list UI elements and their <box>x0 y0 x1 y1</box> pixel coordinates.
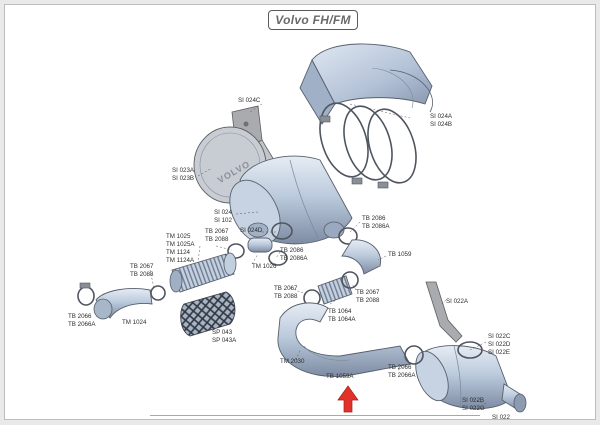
clamp-tb2086-top <box>338 227 358 245</box>
heat-shield <box>299 43 433 125</box>
leader-lines <box>149 103 487 405</box>
label-tb2086-mid: TB 2086 <box>280 247 304 254</box>
label-tb2066a-right: TB 2066A <box>388 372 416 379</box>
label-tm1026: TM 1026 <box>252 263 277 270</box>
diagram-title: Volvo FH/FM <box>275 13 351 27</box>
clamp-tb2067-upper <box>341 271 359 289</box>
label-tb2067-c: TB 2067 <box>274 285 298 292</box>
label-tb2086a-top: TB 2086A <box>362 223 390 230</box>
label-si023b: SI 023B <box>172 175 194 182</box>
label-sp043a: SP 043A <box>212 337 237 344</box>
red-pointer-arrow <box>337 385 359 413</box>
bottom-rule <box>150 415 480 416</box>
label-si022: SI 022 <box>492 414 510 421</box>
label-tb2086-top: TB 2086 <box>362 215 386 222</box>
pipe-tm1026 <box>227 237 288 266</box>
label-sp043: SP 043 <box>212 329 233 336</box>
label-tb2086a-mid: TB 2086A <box>280 255 308 262</box>
label-si023a: SI 023A <box>172 167 195 174</box>
label-tb2088-a: TB 2088 <box>205 236 229 243</box>
label-tb2066-right: TB 2066 <box>388 364 412 371</box>
label-tm1025a: TM 1025A <box>166 241 195 248</box>
label-tm2030: TM 2030 <box>280 358 305 365</box>
main-silencer <box>229 155 353 245</box>
band-clamps-top <box>319 102 417 189</box>
long-pipe-tm2030 <box>277 302 411 378</box>
clamp-tb2066-left <box>77 282 95 306</box>
label-si024: SI 024 <box>214 209 232 216</box>
flex-pipe-tb1064 <box>317 275 353 305</box>
label-tb1059a: TB 1059A <box>326 373 354 380</box>
label-si022a: SI 022A <box>446 298 469 305</box>
label-tb2066-left: TB 2066 <box>68 313 92 320</box>
clamp-tb2067-left <box>150 285 166 301</box>
label-si024b: SI 024B <box>430 121 452 128</box>
clamp-si024d <box>271 222 293 240</box>
label-tb2067-b: TB 2067 <box>130 263 154 270</box>
label-tb2088-b: TB 2088 <box>130 271 154 278</box>
pipe-tb1059 <box>341 239 382 275</box>
label-tm1124: TM 1124 <box>166 249 191 256</box>
label-tm1124a: TM 1124A <box>166 257 195 264</box>
label-tb1059: TB 1059 <box>388 251 412 258</box>
label-si022e: SI 022E <box>488 349 510 356</box>
label-si024a: SI 024A <box>430 113 453 120</box>
label-tb2088-c: TB 2088 <box>274 293 298 300</box>
label-tb2067-a: TB 2067 <box>205 228 229 235</box>
label-si022d: SI 022D <box>488 341 511 348</box>
label-tb2067-d: TB 2067 <box>356 289 380 296</box>
label-tb1064: TB 1064 <box>328 308 352 315</box>
label-si022c: SI 022C <box>488 333 511 340</box>
label-si022b: SI 022B <box>462 397 484 404</box>
label-tb2088-d: TB 2088 <box>356 297 380 304</box>
rear-silencer-si022 <box>404 341 527 413</box>
label-si024d: SI 024D <box>240 227 263 234</box>
bent-pipe-tm1024 <box>93 288 153 320</box>
flex-pipe-tm1025 <box>169 252 237 293</box>
label-tm1024: TM 1024 <box>122 319 147 326</box>
mounting-bracket-si022a <box>425 281 463 343</box>
label-si102: SI 102 <box>214 217 232 224</box>
mesh-sleeve-sp043 <box>180 291 236 337</box>
label-si024c: SI 024C <box>238 97 261 104</box>
label-si022g: SI 022G <box>462 405 485 412</box>
label-tb1064a: TB 1064A <box>328 316 356 323</box>
label-tm1025: TM 1025 <box>166 233 191 240</box>
title-box: Volvo FH/FM <box>268 10 358 30</box>
label-tb2066a-left: TB 2066A <box>68 321 96 328</box>
